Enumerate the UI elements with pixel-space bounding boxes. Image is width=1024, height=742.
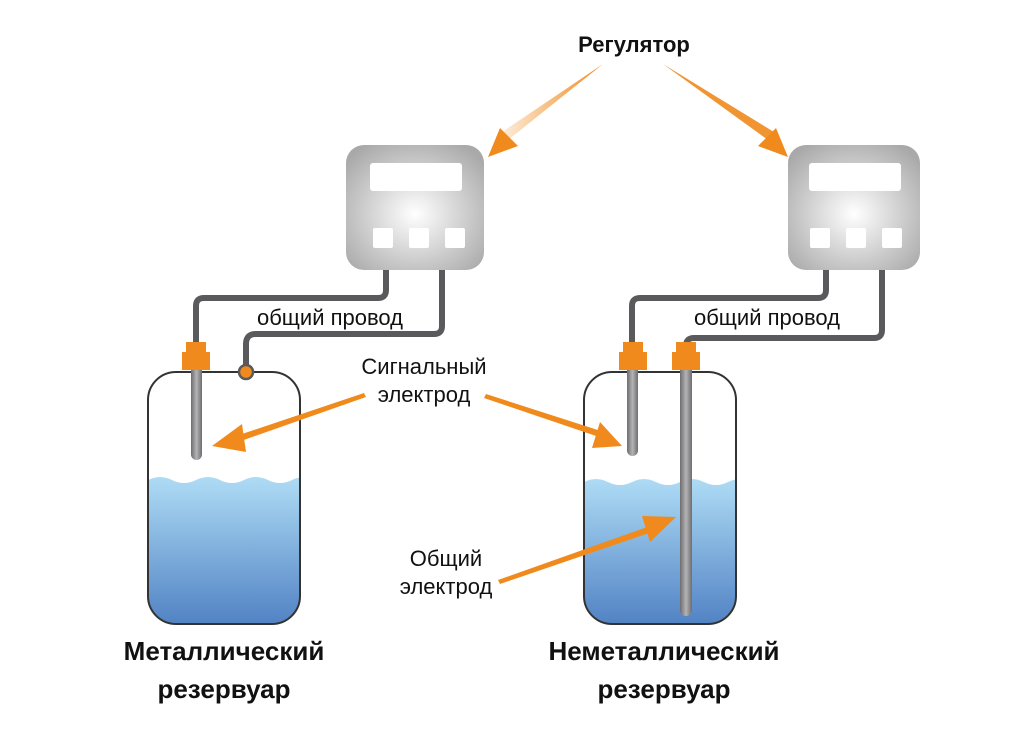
common-electrode-label-line2: электрод xyxy=(400,574,493,599)
electrode-icon xyxy=(191,360,202,460)
left-tank xyxy=(147,342,301,625)
common-wire-terminal xyxy=(237,363,255,381)
arrow-to-left-signal-electrode xyxy=(212,393,366,452)
signal-electrode-label-line1: Сигнальный xyxy=(361,354,486,379)
common-electrode-label-line1: Общий xyxy=(410,546,482,571)
signal-electrode-connector xyxy=(623,342,643,354)
controller-button-3 xyxy=(882,228,902,248)
right-tank-label-line2: резервуар xyxy=(597,674,730,704)
arrow-icon xyxy=(502,64,603,140)
left-tank-label-line1: Металлический xyxy=(124,636,325,666)
signal-electrode-connector xyxy=(186,342,206,354)
water xyxy=(148,477,300,624)
controller-button-2 xyxy=(409,228,429,248)
arrow-to-right-controller xyxy=(663,64,788,157)
arrow-to-common-electrode xyxy=(498,516,676,584)
regulator-label: Регулятор xyxy=(578,32,690,57)
controller-button-3 xyxy=(445,228,465,248)
right-tank-label-line1: Неметаллический xyxy=(548,636,779,666)
left-tank-label-line2: резервуар xyxy=(157,674,290,704)
tank-icon xyxy=(583,371,737,625)
common-electrode-icon xyxy=(680,360,692,616)
water xyxy=(584,479,736,624)
right-tank xyxy=(583,342,737,625)
arrow-icon xyxy=(663,64,774,140)
arrow-to-right-signal-electrode xyxy=(484,394,622,448)
left-common-wire-label: общий провод xyxy=(257,305,403,330)
arrow-icon xyxy=(484,394,604,438)
left-signal-wire xyxy=(193,270,389,346)
signal-electrode-icon xyxy=(627,360,638,456)
controller-display xyxy=(809,163,901,191)
tank-icon xyxy=(147,371,301,625)
arrow-to-left-controller xyxy=(488,64,603,157)
right-common-wire-label: общий провод xyxy=(694,305,840,330)
controller-button-1 xyxy=(810,228,830,248)
arrow-icon xyxy=(498,526,652,584)
left-common-wire xyxy=(243,270,445,366)
right-signal-wire xyxy=(629,270,829,346)
left-controller xyxy=(346,145,484,270)
controller-button-1 xyxy=(373,228,393,248)
controller-display xyxy=(370,163,462,191)
signal-electrode-label-line2: электрод xyxy=(378,382,471,407)
controller-button-2 xyxy=(846,228,866,248)
right-controller xyxy=(788,145,920,270)
common-electrode-connector xyxy=(676,342,696,354)
arrow-icon xyxy=(236,393,366,442)
